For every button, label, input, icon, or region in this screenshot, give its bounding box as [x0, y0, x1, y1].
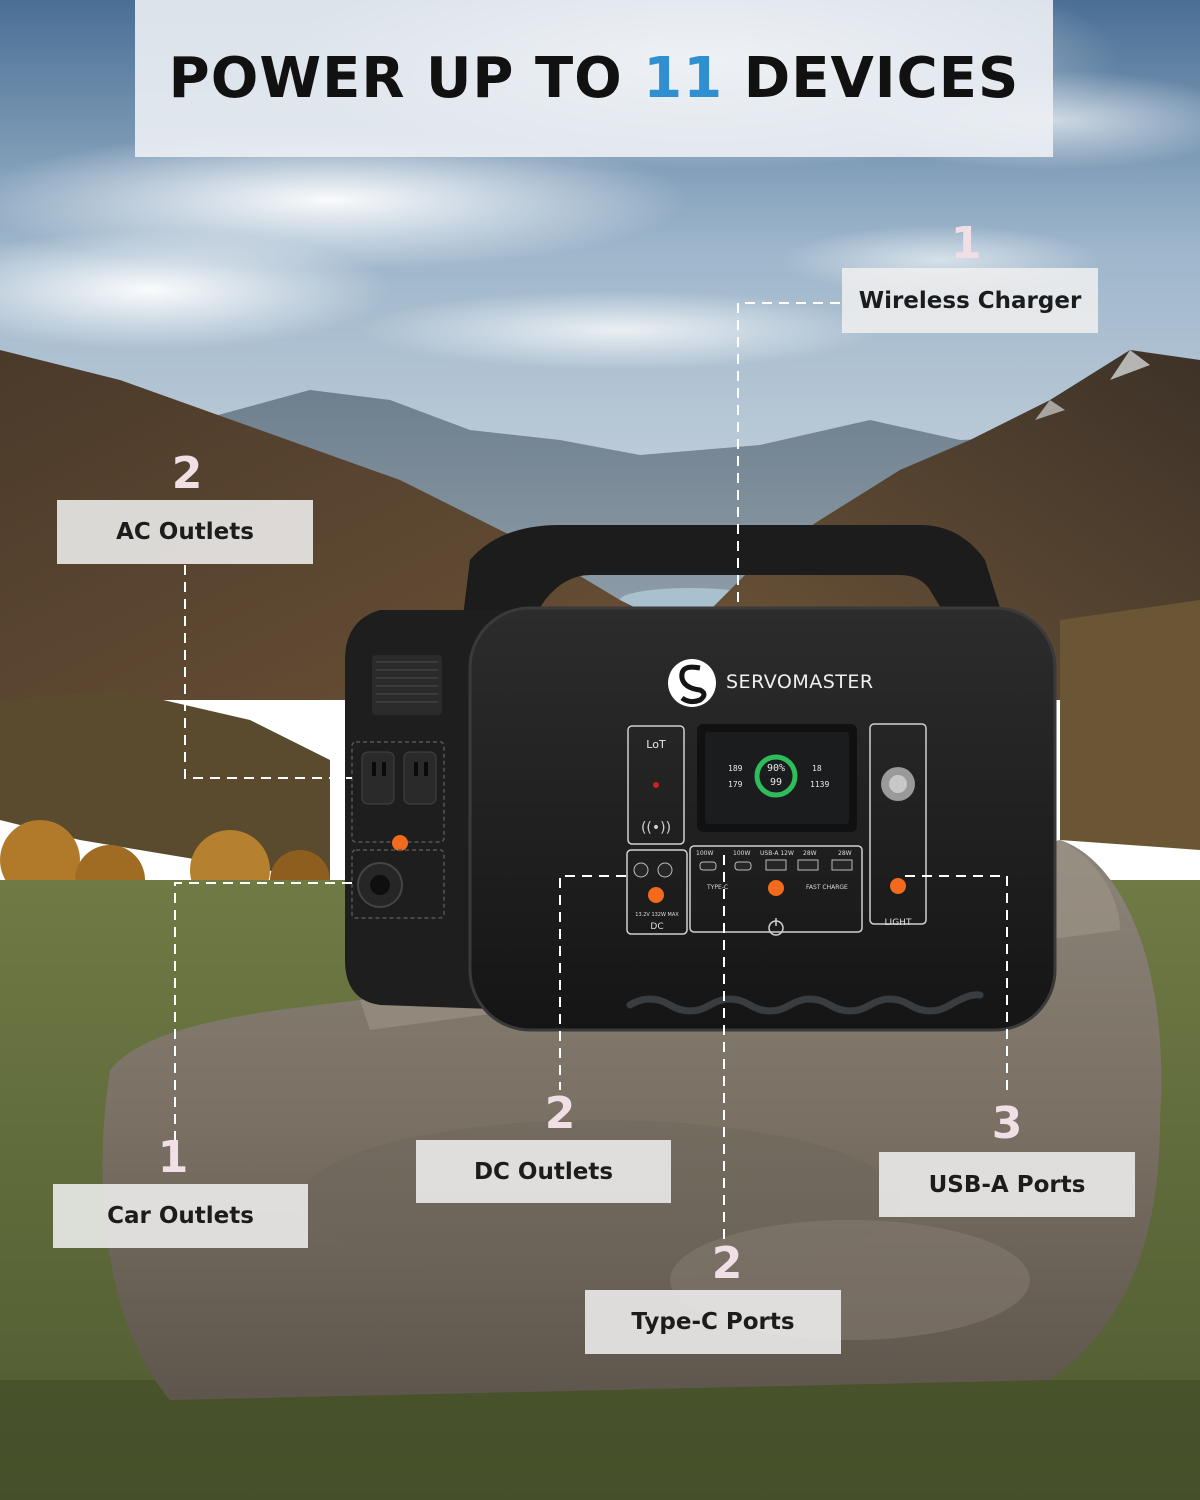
dc-outlets-label: DC Outlets: [416, 1140, 671, 1203]
svg-text:((•)): ((•)): [641, 820, 671, 836]
display-left-top: 189: [728, 764, 743, 773]
leader-lines: [174, 302, 1008, 1240]
usb-a-2-rating: 28W: [803, 850, 817, 857]
type-c-port-label: TYPE-C: [707, 884, 729, 891]
headline-suffix: DEVICES: [723, 46, 1020, 111]
brand-name: SERVOMASTER: [726, 671, 874, 693]
car-outlets-count: 1: [157, 1132, 189, 1183]
display-left-bottom: 179: [728, 780, 743, 789]
dc-spec-label: 13.2V 132W MAX: [635, 912, 679, 918]
dc-outlets-leader: [559, 875, 626, 1090]
headline: POWER UP TO 11 DEVICES: [169, 46, 1020, 111]
usb-a-ports-label: USB-A Ports: [879, 1152, 1135, 1217]
type-c-ports-label: Type-C Ports: [585, 1290, 841, 1354]
usb-c-2-rating: 100W: [733, 850, 751, 857]
usb-a-ports-count: 3: [991, 1098, 1023, 1149]
display-center-value: 99: [769, 777, 783, 788]
usb-a-leader: [905, 875, 1008, 1090]
wireless-leader: [737, 302, 840, 607]
display-right-bottom: 1139: [810, 780, 830, 789]
dc-port-label: DC: [650, 922, 664, 932]
car-outlets-leader: [174, 882, 352, 1140]
ac-outlets-count: 2: [171, 448, 203, 499]
wireless-charger-count: 1: [950, 218, 982, 269]
usb-a-3-rating: 28W: [838, 850, 852, 857]
usb-c-1-rating: 100W: [696, 850, 714, 857]
power-station: ((•)): [345, 525, 1057, 1032]
display-right-value: 18: [812, 764, 822, 773]
ac-outlets-label: AC Outlets: [57, 500, 313, 564]
headline-banner: POWER UP TO 11 DEVICES: [135, 0, 1053, 157]
usb-a-1-rating: USB-A 12W: [760, 850, 794, 857]
headline-prefix: POWER UP TO: [168, 46, 644, 111]
fast-charge-label: FAST CHARGE: [806, 884, 848, 891]
type-c-ports-count: 2: [711, 1238, 743, 1289]
ac-outlets-leader: [184, 565, 352, 779]
display-percent: 90%: [766, 763, 786, 774]
headline-number: 11: [643, 46, 724, 111]
car-outlets-label: Car Outlets: [53, 1184, 308, 1248]
dc-outlets-count: 2: [544, 1088, 576, 1139]
light-label: LIGHT: [884, 918, 912, 928]
iot-label: LoT: [646, 738, 666, 751]
wireless-charger-label: Wireless Charger: [842, 268, 1098, 333]
